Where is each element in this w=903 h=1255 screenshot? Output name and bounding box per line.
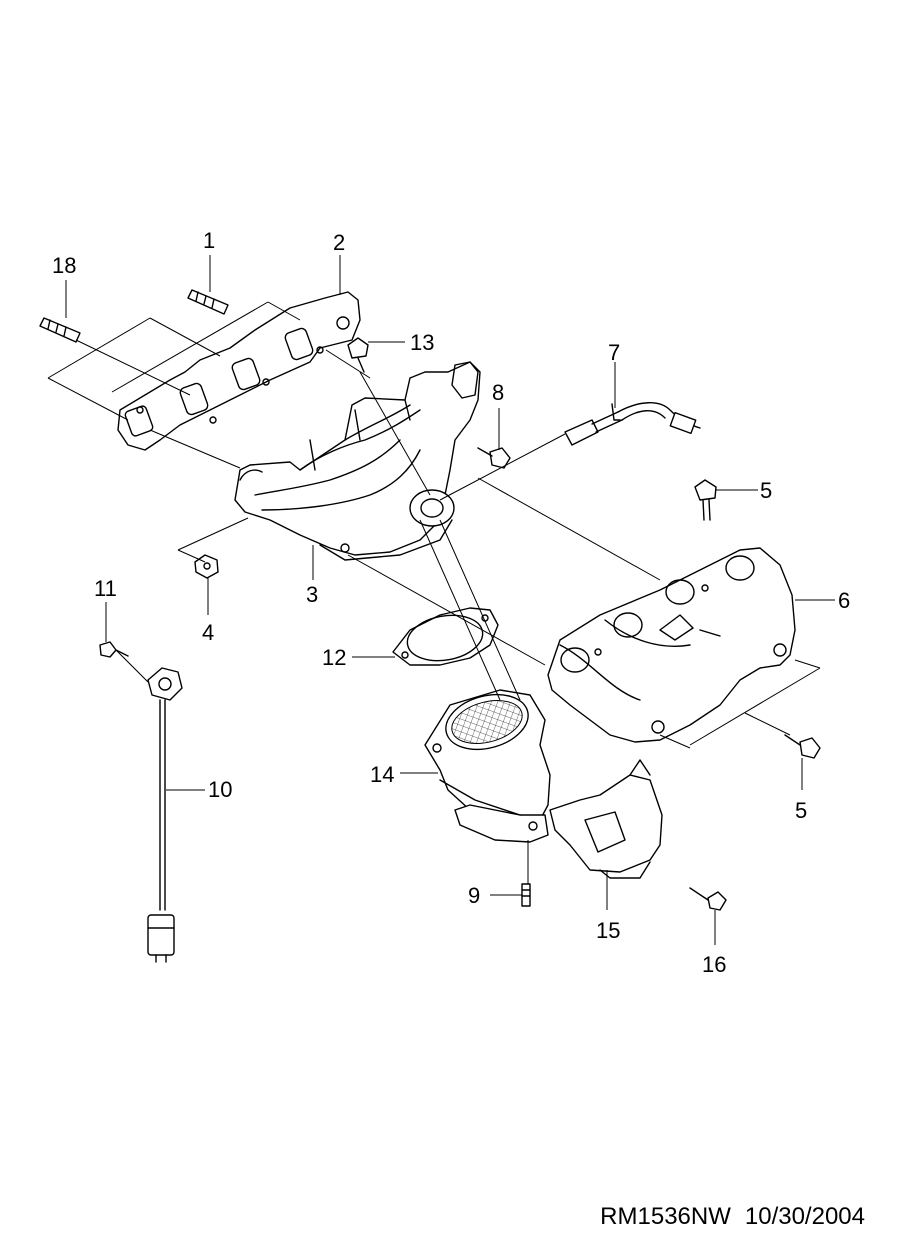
manifold-gasket xyxy=(117,291,361,451)
callout-5-lower: 5 xyxy=(795,798,807,823)
bolt-5-lower xyxy=(784,734,821,759)
outlet-gasket xyxy=(392,607,499,666)
catalytic-converter-inlet xyxy=(424,689,551,843)
knock-sensor xyxy=(147,667,183,963)
stud-4 xyxy=(187,289,229,315)
bolt-11 xyxy=(99,641,129,658)
bolt-8 xyxy=(477,447,511,469)
stud-9 xyxy=(521,883,531,907)
drawing-date: 10/30/2004 xyxy=(744,1203,865,1230)
bolt-16 xyxy=(689,887,727,911)
callout-1: 3 xyxy=(306,582,318,607)
bolt-13 xyxy=(347,337,369,373)
callout-6: 6 xyxy=(838,588,850,613)
callout-18: 18 xyxy=(52,253,76,278)
callout-16: 16 xyxy=(702,952,726,977)
callout-7: 7 xyxy=(608,340,620,365)
callout-15: 15 xyxy=(596,918,620,943)
drawing-footer: RM1536NW 10/30/2004 xyxy=(586,1203,865,1231)
callout-4: 1 xyxy=(203,228,215,253)
callout-13: 13 xyxy=(410,330,434,355)
catalytic-converter xyxy=(549,759,663,879)
callout-labels: 18 1 2 13 8 7 5 6 5 16 15 9 14 12 4 3 11… xyxy=(52,228,850,977)
exhaust-manifold xyxy=(234,361,481,561)
callout-8: 8 xyxy=(492,380,504,405)
callout-2: 2 xyxy=(333,230,345,255)
oxygen-sensor xyxy=(564,402,701,446)
bolt-5-upper xyxy=(694,479,717,521)
callout-14: 14 xyxy=(370,762,394,787)
callout-11: 11 xyxy=(94,576,117,601)
leader-lines xyxy=(47,255,835,945)
drawing-code: RM1536NW xyxy=(600,1203,731,1230)
heat-shield xyxy=(547,547,796,743)
stud-18 xyxy=(39,317,81,343)
callout-9: 9 xyxy=(468,883,480,908)
nut-3 xyxy=(194,554,219,579)
callout-3: 4 xyxy=(202,620,214,645)
callout-5-upper: 5 xyxy=(760,478,772,503)
callout-10: 10 xyxy=(208,777,232,802)
callout-12: 12 xyxy=(322,645,346,670)
